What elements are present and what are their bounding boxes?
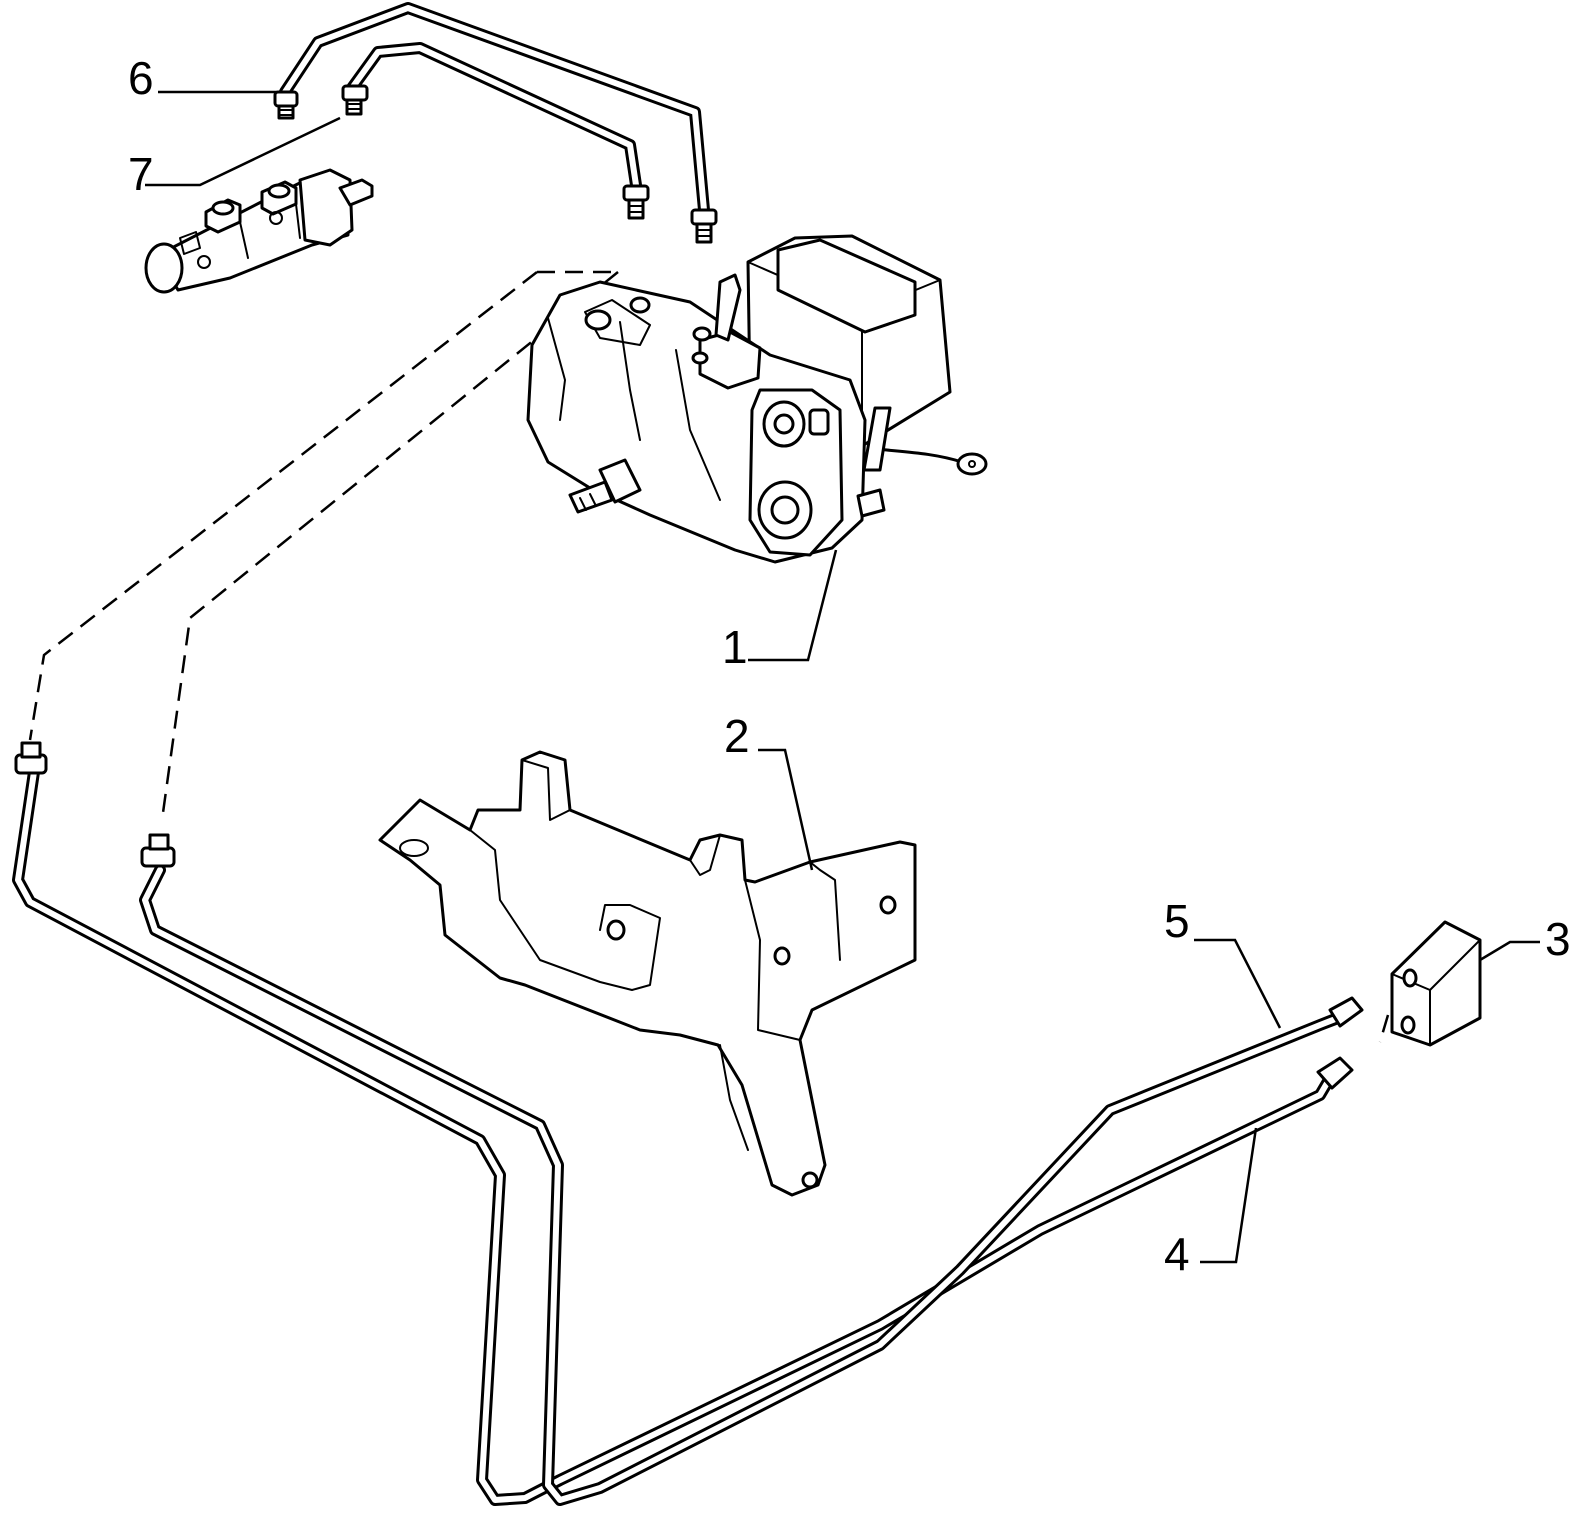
brake-pipe-5[interactable] xyxy=(139,833,1364,1506)
master-cylinder[interactable] xyxy=(144,168,374,294)
callout-4: 4 xyxy=(1164,1228,1190,1280)
callout-2: 2 xyxy=(724,710,750,762)
junction-block[interactable] xyxy=(1390,920,1482,1047)
callout-6: 6 xyxy=(128,52,154,104)
leader-lines xyxy=(145,90,1540,1264)
callout-1: 1 xyxy=(722,621,748,673)
brake-pipe-7[interactable] xyxy=(341,42,650,220)
callout-3: 3 xyxy=(1545,913,1571,965)
callout-5: 5 xyxy=(1164,895,1190,947)
brake-pipe-4[interactable] xyxy=(12,741,1354,1506)
abs-bracket[interactable] xyxy=(378,750,917,1197)
abs-modulator[interactable] xyxy=(526,234,988,564)
brake-pipe-6[interactable] xyxy=(273,2,718,244)
pipe-connection-dashed-lines xyxy=(28,270,1390,1043)
callout-7: 7 xyxy=(128,148,154,200)
